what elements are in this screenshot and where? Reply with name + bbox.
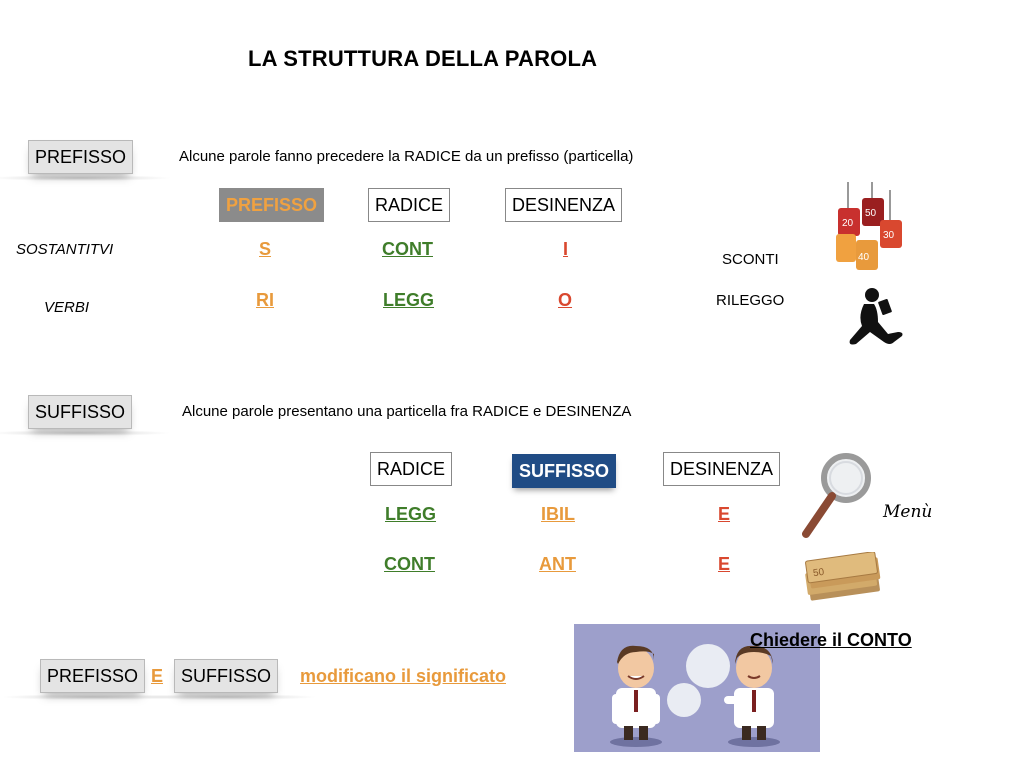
word-rileggo: RILEGGO [716, 292, 785, 309]
root-cont[interactable]: CONT [382, 239, 433, 259]
summary-conjunction: E [151, 666, 164, 686]
svg-text:20: 20 [842, 218, 854, 229]
word-sconti: SCONTI [722, 251, 779, 268]
two-businessmen-talking-illustration [574, 624, 820, 752]
svg-text:30: 30 [883, 230, 895, 241]
row-category-verbi: VERBI [44, 299, 90, 316]
reading-person-icon [844, 286, 906, 348]
magnifying-glass-icon [800, 448, 880, 540]
svg-text:50: 50 [812, 567, 825, 580]
header-desinenza: DESINENZA [505, 188, 623, 222]
svg-text:40: 40 [858, 252, 870, 263]
prefisso-label: PREFISSO [0, 140, 173, 181]
page-title: LA STRUTTURA DELLA PAROLA [248, 46, 598, 71]
menu-caption: Menù [883, 502, 933, 522]
summary-text[interactable]: modificano il significato [300, 666, 507, 686]
header-radice-2: RADICE [370, 452, 453, 486]
prefix-ri[interactable]: RI [256, 290, 274, 310]
root-legg-2[interactable]: LEGG [385, 504, 437, 524]
header-prefisso: PREFISSO [219, 188, 325, 222]
header-radice: RADICE [368, 188, 451, 222]
ending-e[interactable]: E [718, 504, 731, 524]
prefix-s[interactable]: S [259, 239, 272, 259]
suffix-description: Alcune parole presentano una particella … [182, 403, 632, 420]
root-cont-2[interactable]: CONT [384, 554, 435, 574]
ending-i[interactable]: I [563, 239, 569, 259]
row-category-sostantivi: SOSTANTITVI [16, 241, 114, 258]
root-legg[interactable]: LEGG [383, 290, 435, 310]
suffix-ant[interactable]: ANT [539, 554, 576, 574]
chiedere-il-conto-link[interactable]: Chiedere il CONTO [750, 630, 912, 650]
price-tags-icon: 20 50 30 40 [834, 182, 904, 274]
svg-text:50: 50 [865, 208, 877, 219]
suffix-ibil[interactable]: IBIL [541, 504, 575, 524]
summary-prefisso: PREFISSO [0, 659, 185, 700]
summary-suffisso: SUFFISSO [134, 659, 318, 700]
suffisso-label: SUFFISSO [0, 395, 172, 436]
header-desinenza-2: DESINENZA [663, 452, 781, 486]
prefix-description: Alcune parole fanno precedere la RADICE … [179, 148, 634, 165]
ending-o[interactable]: O [558, 290, 573, 310]
header-suffisso: SUFFISSO [512, 454, 617, 488]
ending-e-2[interactable]: E [718, 554, 731, 574]
banknotes-icon: 50 [802, 552, 886, 604]
